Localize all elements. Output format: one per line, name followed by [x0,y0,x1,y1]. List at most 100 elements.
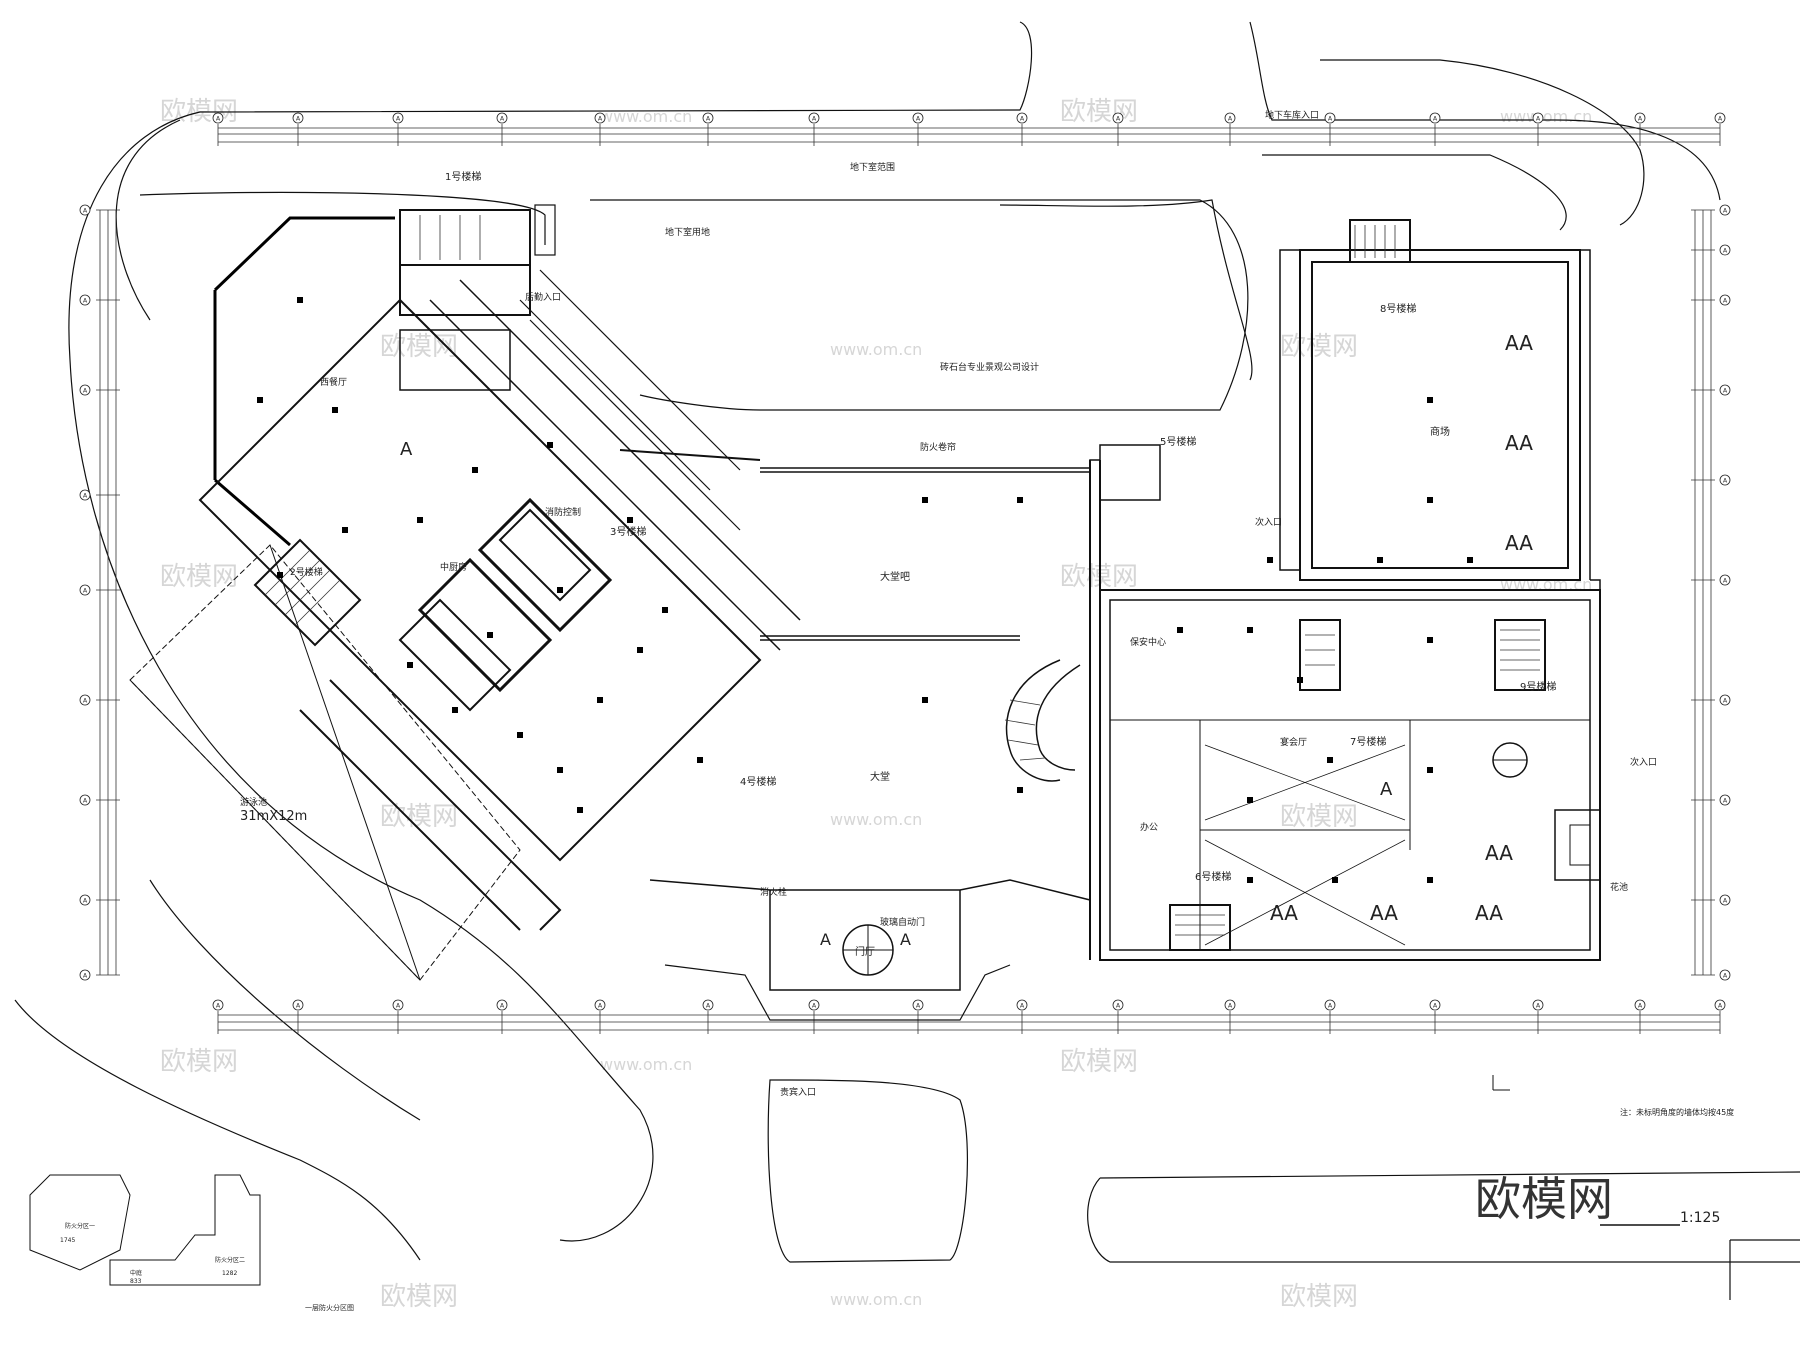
label-entrance-east: 次入口 [1630,756,1657,768]
grid-bubble [79,294,91,306]
label-entrance-rear: 后勤入口 [525,291,561,303]
grid-bubble [1112,999,1124,1011]
label-pool: 游泳池 [240,796,267,808]
grid-bubble-letter: A [216,116,221,123]
label-basement-range: 地下室范围 [850,161,895,173]
column [557,587,563,593]
label-lobby-bar: 大堂吧 [880,570,910,583]
column [1427,397,1433,403]
grid-bubble-letter: A [500,1003,505,1010]
watermark-url: www.om.cn [830,340,922,359]
watermark-brand: 欧模网 [1280,1282,1358,1312]
grid-bubble-letter: A [1723,388,1728,395]
column [1247,797,1253,803]
column [472,467,478,473]
column [1177,627,1183,633]
grid-bubble-letter: A [1328,1003,1333,1010]
column [1427,637,1433,643]
column [1427,877,1433,883]
grid-bubble [1719,474,1731,486]
grid-bubble [1016,999,1028,1011]
label-top: 地下车库入口 [1265,109,1319,121]
general-note: 注：未标明角度的墙体均按45度 [1620,1107,1734,1117]
grid-bubble-letter: A [1723,698,1728,705]
legend-zone1-label: 防火分区一 [65,1222,95,1230]
grid-bubble-letter: A [500,116,505,123]
legend-zone2-area: 1282 [222,1270,237,1277]
watermark-brand: 欧模网 [1280,802,1358,832]
column [1017,497,1023,503]
grid-bubble [292,112,304,124]
label-kitchen: 中厨房 [440,561,467,573]
grid-bubble-letter: A [1723,578,1728,585]
site-roads [14,21,1800,1300]
grid-bubble [1324,999,1336,1011]
label-stair4: 4号楼梯 [740,775,776,788]
label-fire-hydrant: 消火栓 [760,886,787,898]
watermark-url: www.om.cn [830,1290,922,1309]
column [922,697,928,703]
label-glass-door: 玻璃自动门 [880,916,925,928]
column [627,517,633,523]
label-stair9: 9号楼梯 [1520,680,1556,693]
marker-a: A [400,439,413,460]
grid-bubble-letter: A [83,798,88,805]
grid-bubble-letter: A [1228,1003,1233,1010]
label-fire-curtain: 防火卷帘 [920,441,956,453]
label-stair8: 8号楼梯 [1380,302,1416,315]
label-entrance-vip: 贵宾入口 [780,1086,816,1098]
room-labels: 1号楼梯 西餐厅 消防控制 3号楼梯 2号楼梯 中厨房 4号楼梯 31mX12m… [240,109,1657,1098]
marker-aa: AA [1485,841,1513,865]
column [342,527,348,533]
column [1267,557,1273,563]
grid-bubble [1112,112,1124,124]
marker-aa: AA [1370,901,1398,925]
grid-bubble-letter: A [598,116,603,123]
column [297,297,303,303]
grid-bubble-letter: A [1116,1003,1121,1010]
grid-bubble [594,112,606,124]
legend-zone3-area: 833 [130,1278,142,1285]
grid-bubble [79,204,91,216]
grid-bubble [496,999,508,1011]
column [662,607,668,613]
watermark-brand: 欧模网 [1060,1047,1138,1077]
label-pool-size: 31mX12m [240,809,307,824]
marker-aa: AA [1505,331,1533,355]
fire-zone-legend: 防火分区一 1745 中庭 833 防火分区二 1282 一层防火分区图 [29,1174,354,1312]
label-stair6: 6号楼梯 [1195,870,1231,883]
grid-bubble [1532,112,1544,124]
label-stair1: 1号楼梯 [445,170,481,183]
grid-bubble [1634,999,1646,1011]
grid-bubble [1532,999,1544,1011]
column [332,407,338,413]
label-entrance-sub: 次入口 [1255,516,1282,528]
label-dining: 宴会厅 [1280,736,1307,748]
grid-bubble-letter: A [1536,116,1541,123]
label-stair5: 5号楼梯 [1160,435,1196,448]
column [487,632,493,638]
label-garden: 花池 [1610,881,1628,893]
grid-bubble [79,969,91,981]
grid-bubble [912,112,924,124]
watermark-url: www.om.cn [600,1055,692,1074]
grid-bubble-letter: A [1638,116,1643,123]
title-block: 注：未标明角度的墙体均按45度 欧模网 1:125 [1475,1075,1734,1226]
label-basement-area: 地下室用地 [665,226,710,238]
grid-bubble-letter: A [83,298,88,305]
grid-bubble [212,999,224,1011]
grid-bubble-letter: A [1328,116,1333,123]
column [697,757,703,763]
label-security: 保安中心 [1130,636,1166,648]
grid-bubble-letter: A [1536,1003,1541,1010]
grid-bubble-letter: A [1723,208,1728,215]
grid-bubble [1714,112,1726,124]
grid-bubble [1719,794,1731,806]
grid-bubble [79,384,91,396]
grid-bubble [702,999,714,1011]
column [1467,557,1473,563]
